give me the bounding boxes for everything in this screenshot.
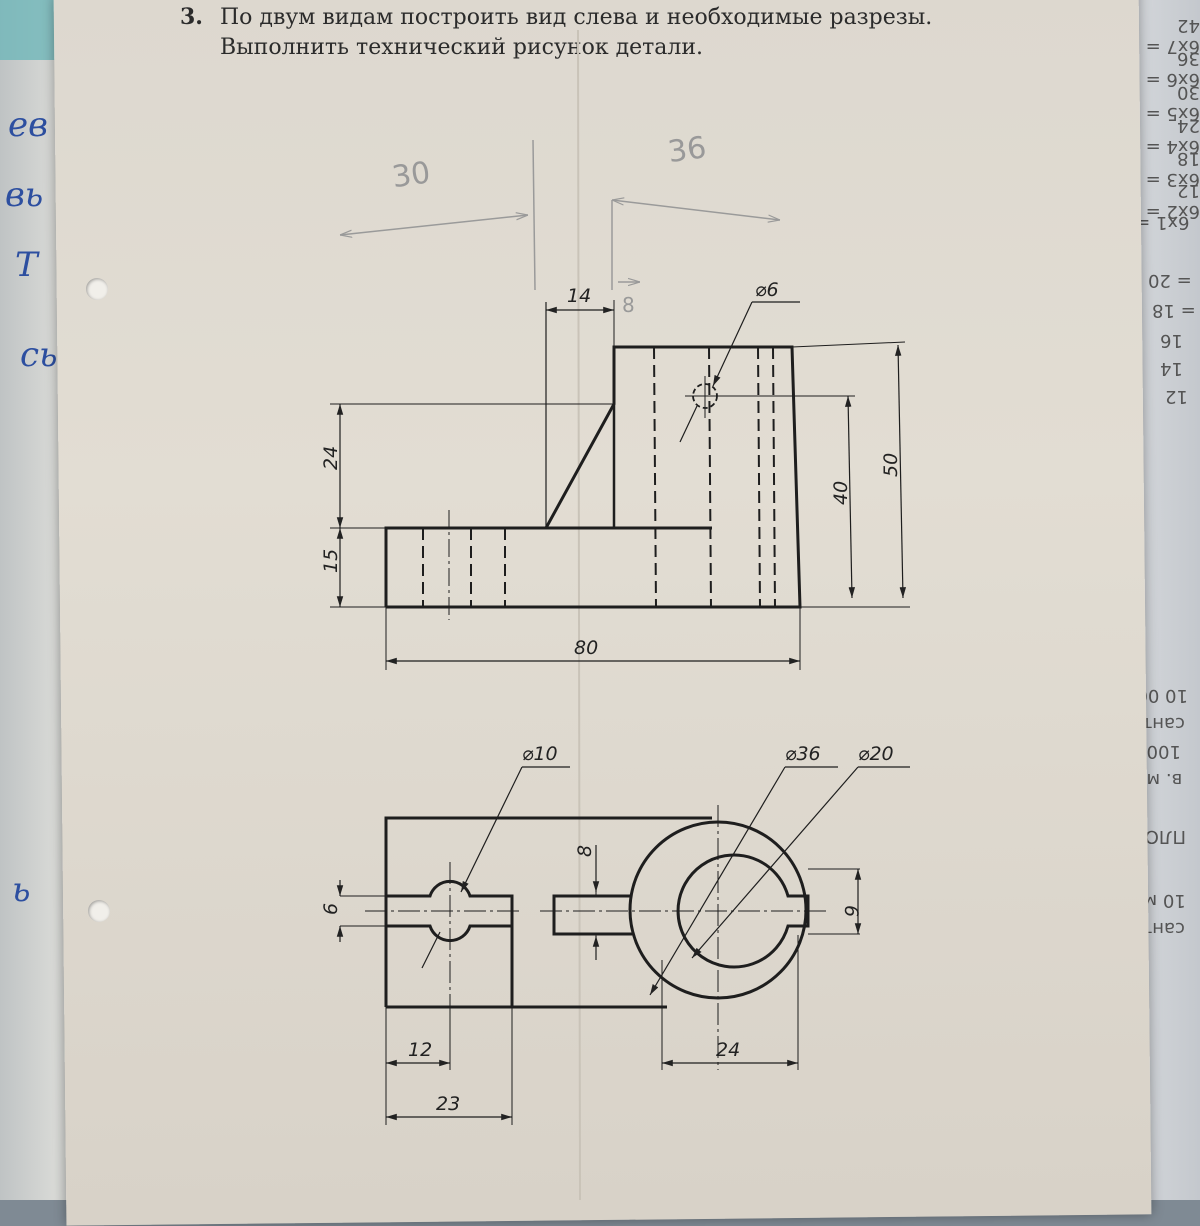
- fold-line: [577, 29, 581, 1200]
- technical-drawing: 30 36 8: [320, 29, 910, 1200]
- dim-23: 23: [436, 1093, 460, 1115]
- task-text: 3. По двум видам построить вид слева и не…: [180, 2, 932, 63]
- handwriting-left-5: ь: [12, 870, 31, 910]
- task-line-2: Выполнить технический рисунок детали.: [220, 35, 704, 60]
- dim-diam-6: ⌀6: [755, 279, 779, 301]
- dim-80: 80: [574, 637, 598, 659]
- dim-8: 8: [574, 845, 596, 857]
- dim-50: 50: [880, 453, 902, 477]
- pencil-note-8: 8: [622, 293, 635, 317]
- dim-14: 14: [567, 285, 591, 307]
- dim-40: 40: [830, 481, 852, 505]
- task-line-1: По двум видам построить вид слева и необ…: [220, 5, 933, 30]
- dim-24: 24: [320, 446, 342, 470]
- handwriting-left-4: сь: [20, 335, 58, 375]
- dim-diam-36: ⌀36: [785, 743, 821, 765]
- pencil-note-30: 30: [390, 155, 433, 195]
- punch-hole: [86, 278, 108, 300]
- top-view: [336, 766, 910, 1125]
- dim-24: 24: [716, 1039, 740, 1061]
- dim-12: 12: [408, 1039, 432, 1061]
- handwriting-left-3: Т: [15, 245, 38, 285]
- dim-6-right: 6: [840, 905, 862, 917]
- handwriting-left-2: вь: [5, 175, 44, 215]
- dim-6-left: 6: [320, 903, 342, 915]
- dim-diam-10: ⌀10: [522, 743, 558, 765]
- task-number: 3.: [180, 4, 203, 30]
- pencil-notes: [340, 139, 780, 291]
- dim-15: 15: [320, 549, 342, 573]
- dim-diam-20: ⌀20: [858, 743, 894, 765]
- handwriting-left-1: ев: [8, 105, 48, 145]
- pencil-note-36: 36: [666, 130, 709, 170]
- punch-hole: [88, 900, 110, 922]
- front-view: [330, 300, 910, 670]
